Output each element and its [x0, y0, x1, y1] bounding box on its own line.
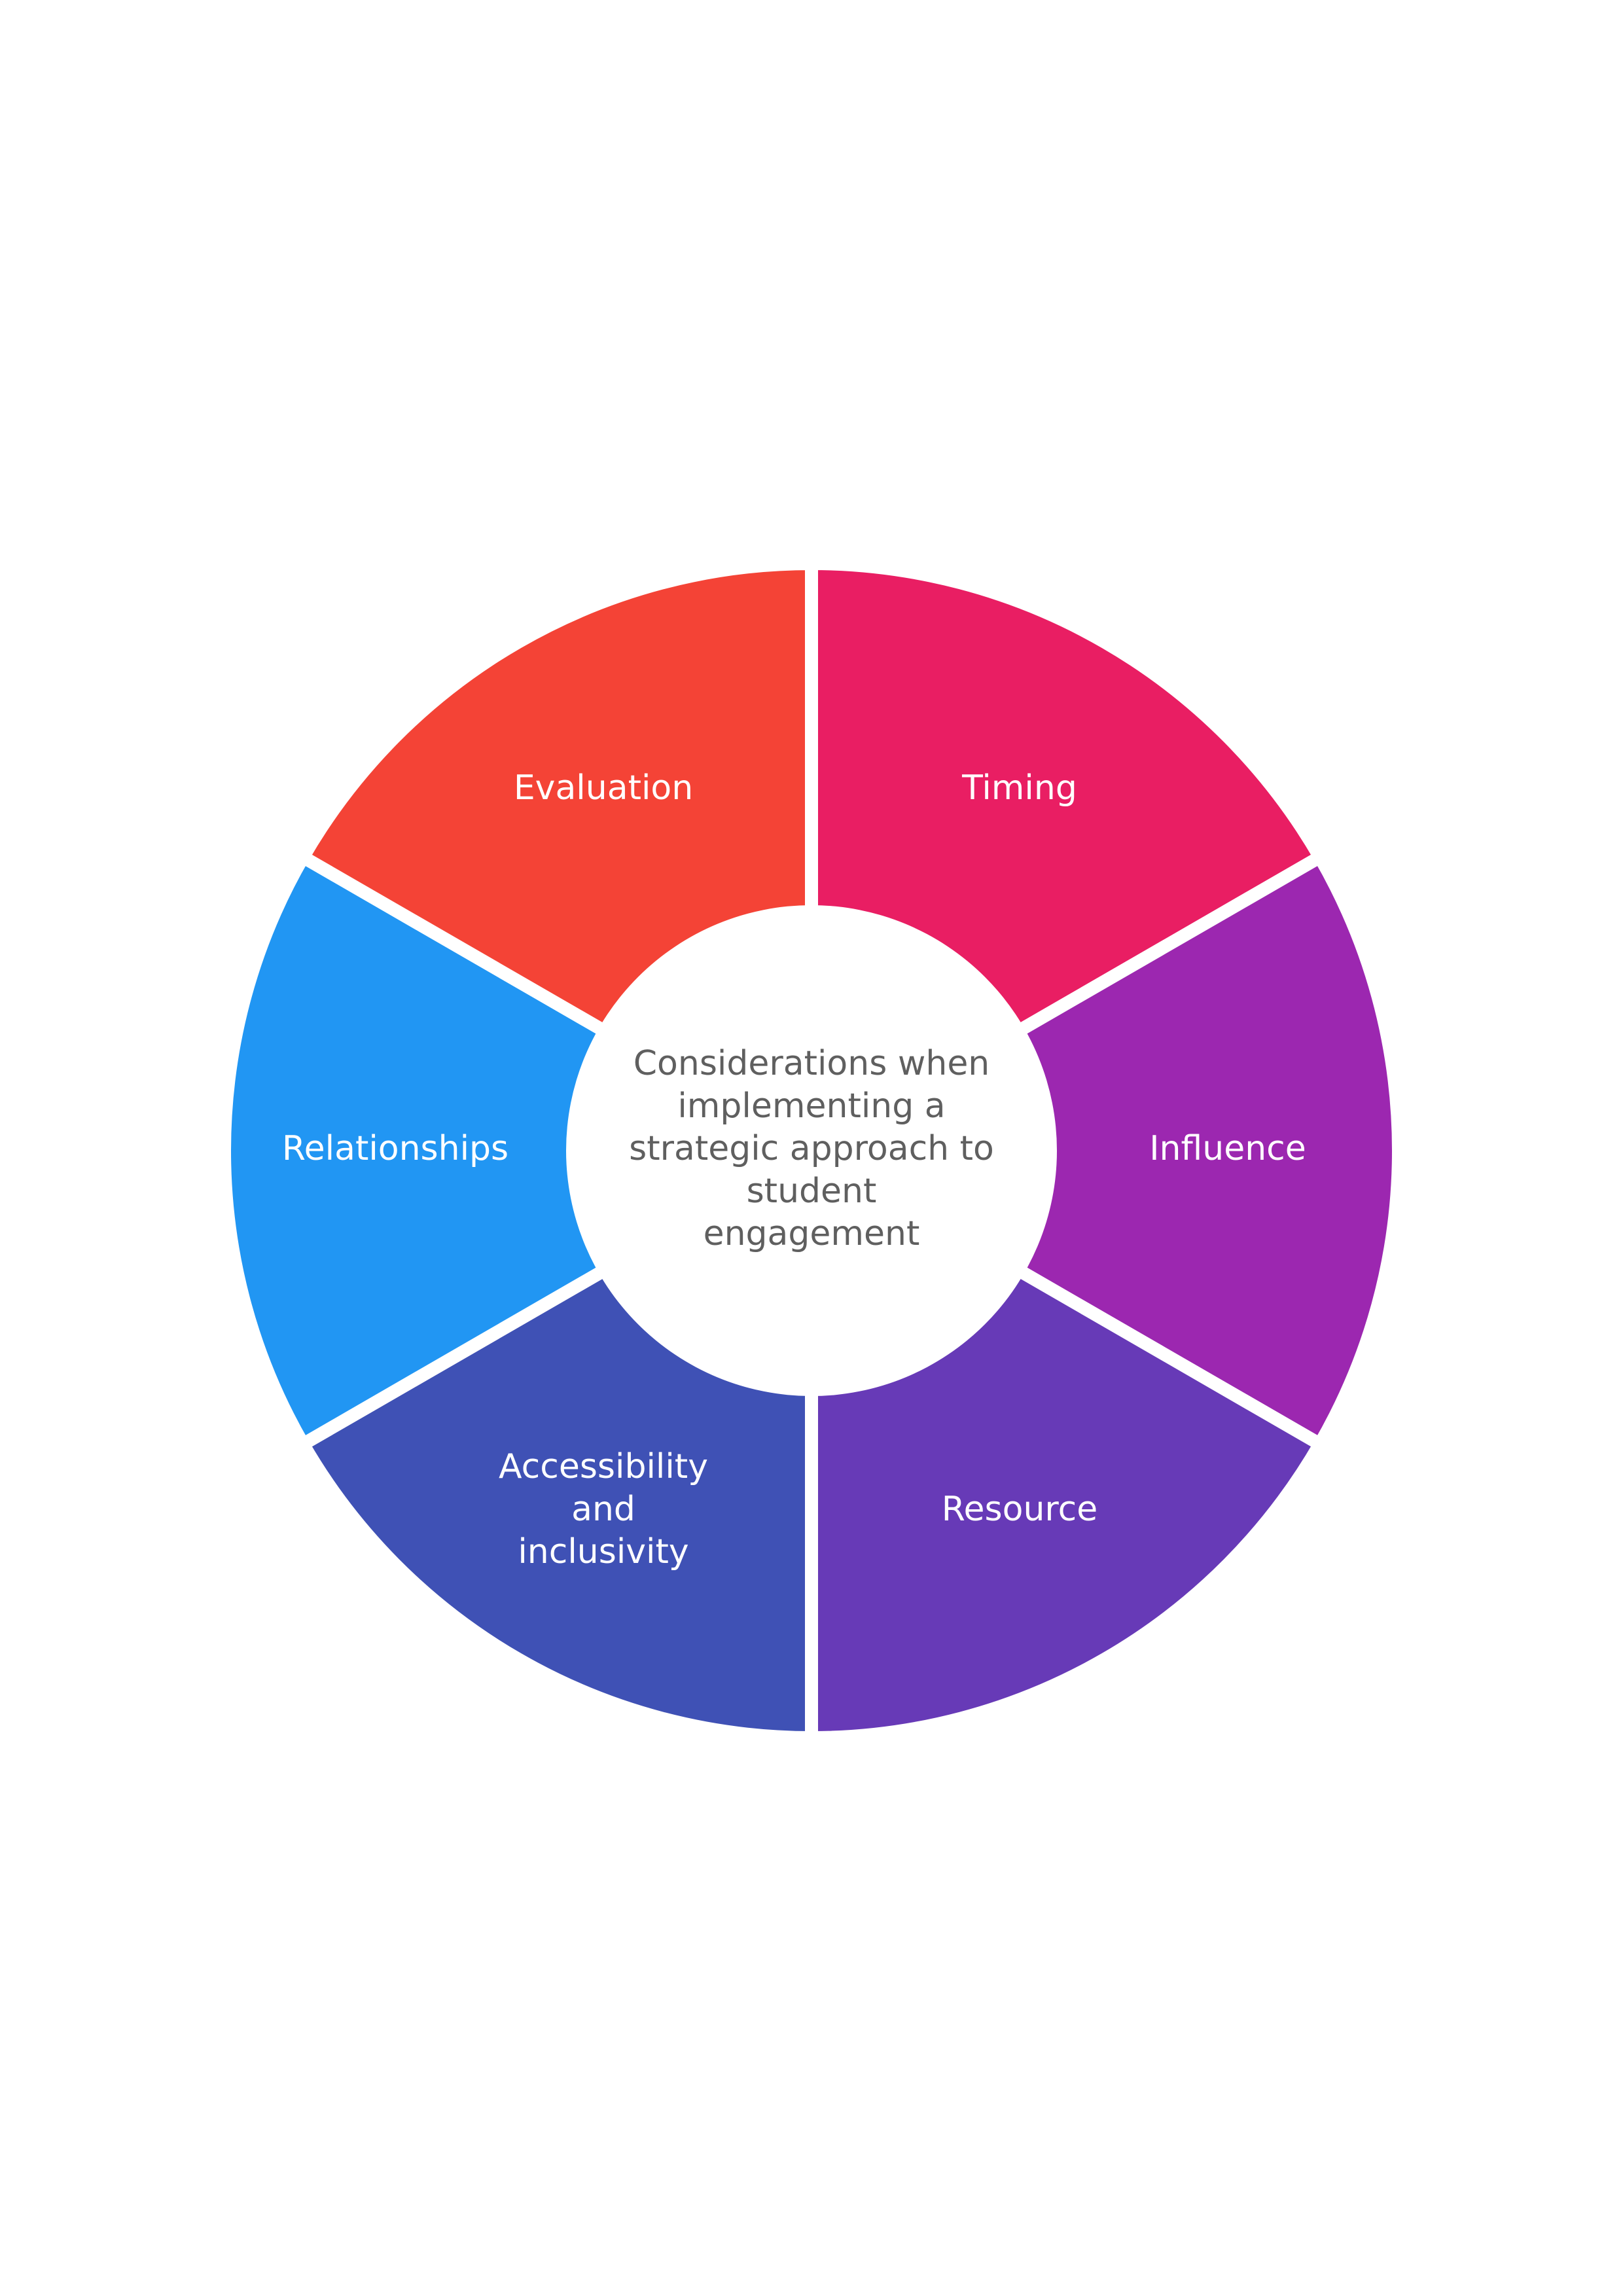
center-title-line: student — [747, 1172, 877, 1211]
segment-relationships — [218, 848, 825, 1454]
segment-label-line: and — [571, 1490, 635, 1529]
center-title-line: Considerations when — [633, 1044, 990, 1083]
center-title-line: engagement — [704, 1214, 920, 1253]
segment-label-line: inclusivity — [518, 1532, 688, 1571]
segment-label-evaluation: Evaluation — [514, 768, 693, 808]
segment-label-line: Relationships — [282, 1129, 508, 1168]
segment-label-resource: Resource — [942, 1490, 1097, 1529]
segment-label-timing: Timing — [961, 768, 1077, 808]
center-disc — [566, 905, 1057, 1396]
segment-label-line: Accessibility — [499, 1447, 708, 1486]
segment-influence — [798, 848, 1405, 1454]
segment-label-line: Evaluation — [514, 768, 693, 808]
center-title-line: implementing a — [677, 1086, 945, 1126]
center-title-line: strategic approach to — [629, 1129, 994, 1168]
segment-label-influence: Influence — [1149, 1129, 1306, 1168]
segment-label-line: Resource — [942, 1490, 1097, 1529]
segment-label-line: Timing — [961, 768, 1077, 808]
segment-label-line: Influence — [1149, 1129, 1306, 1168]
segment-label-relationships: Relationships — [282, 1129, 508, 1168]
